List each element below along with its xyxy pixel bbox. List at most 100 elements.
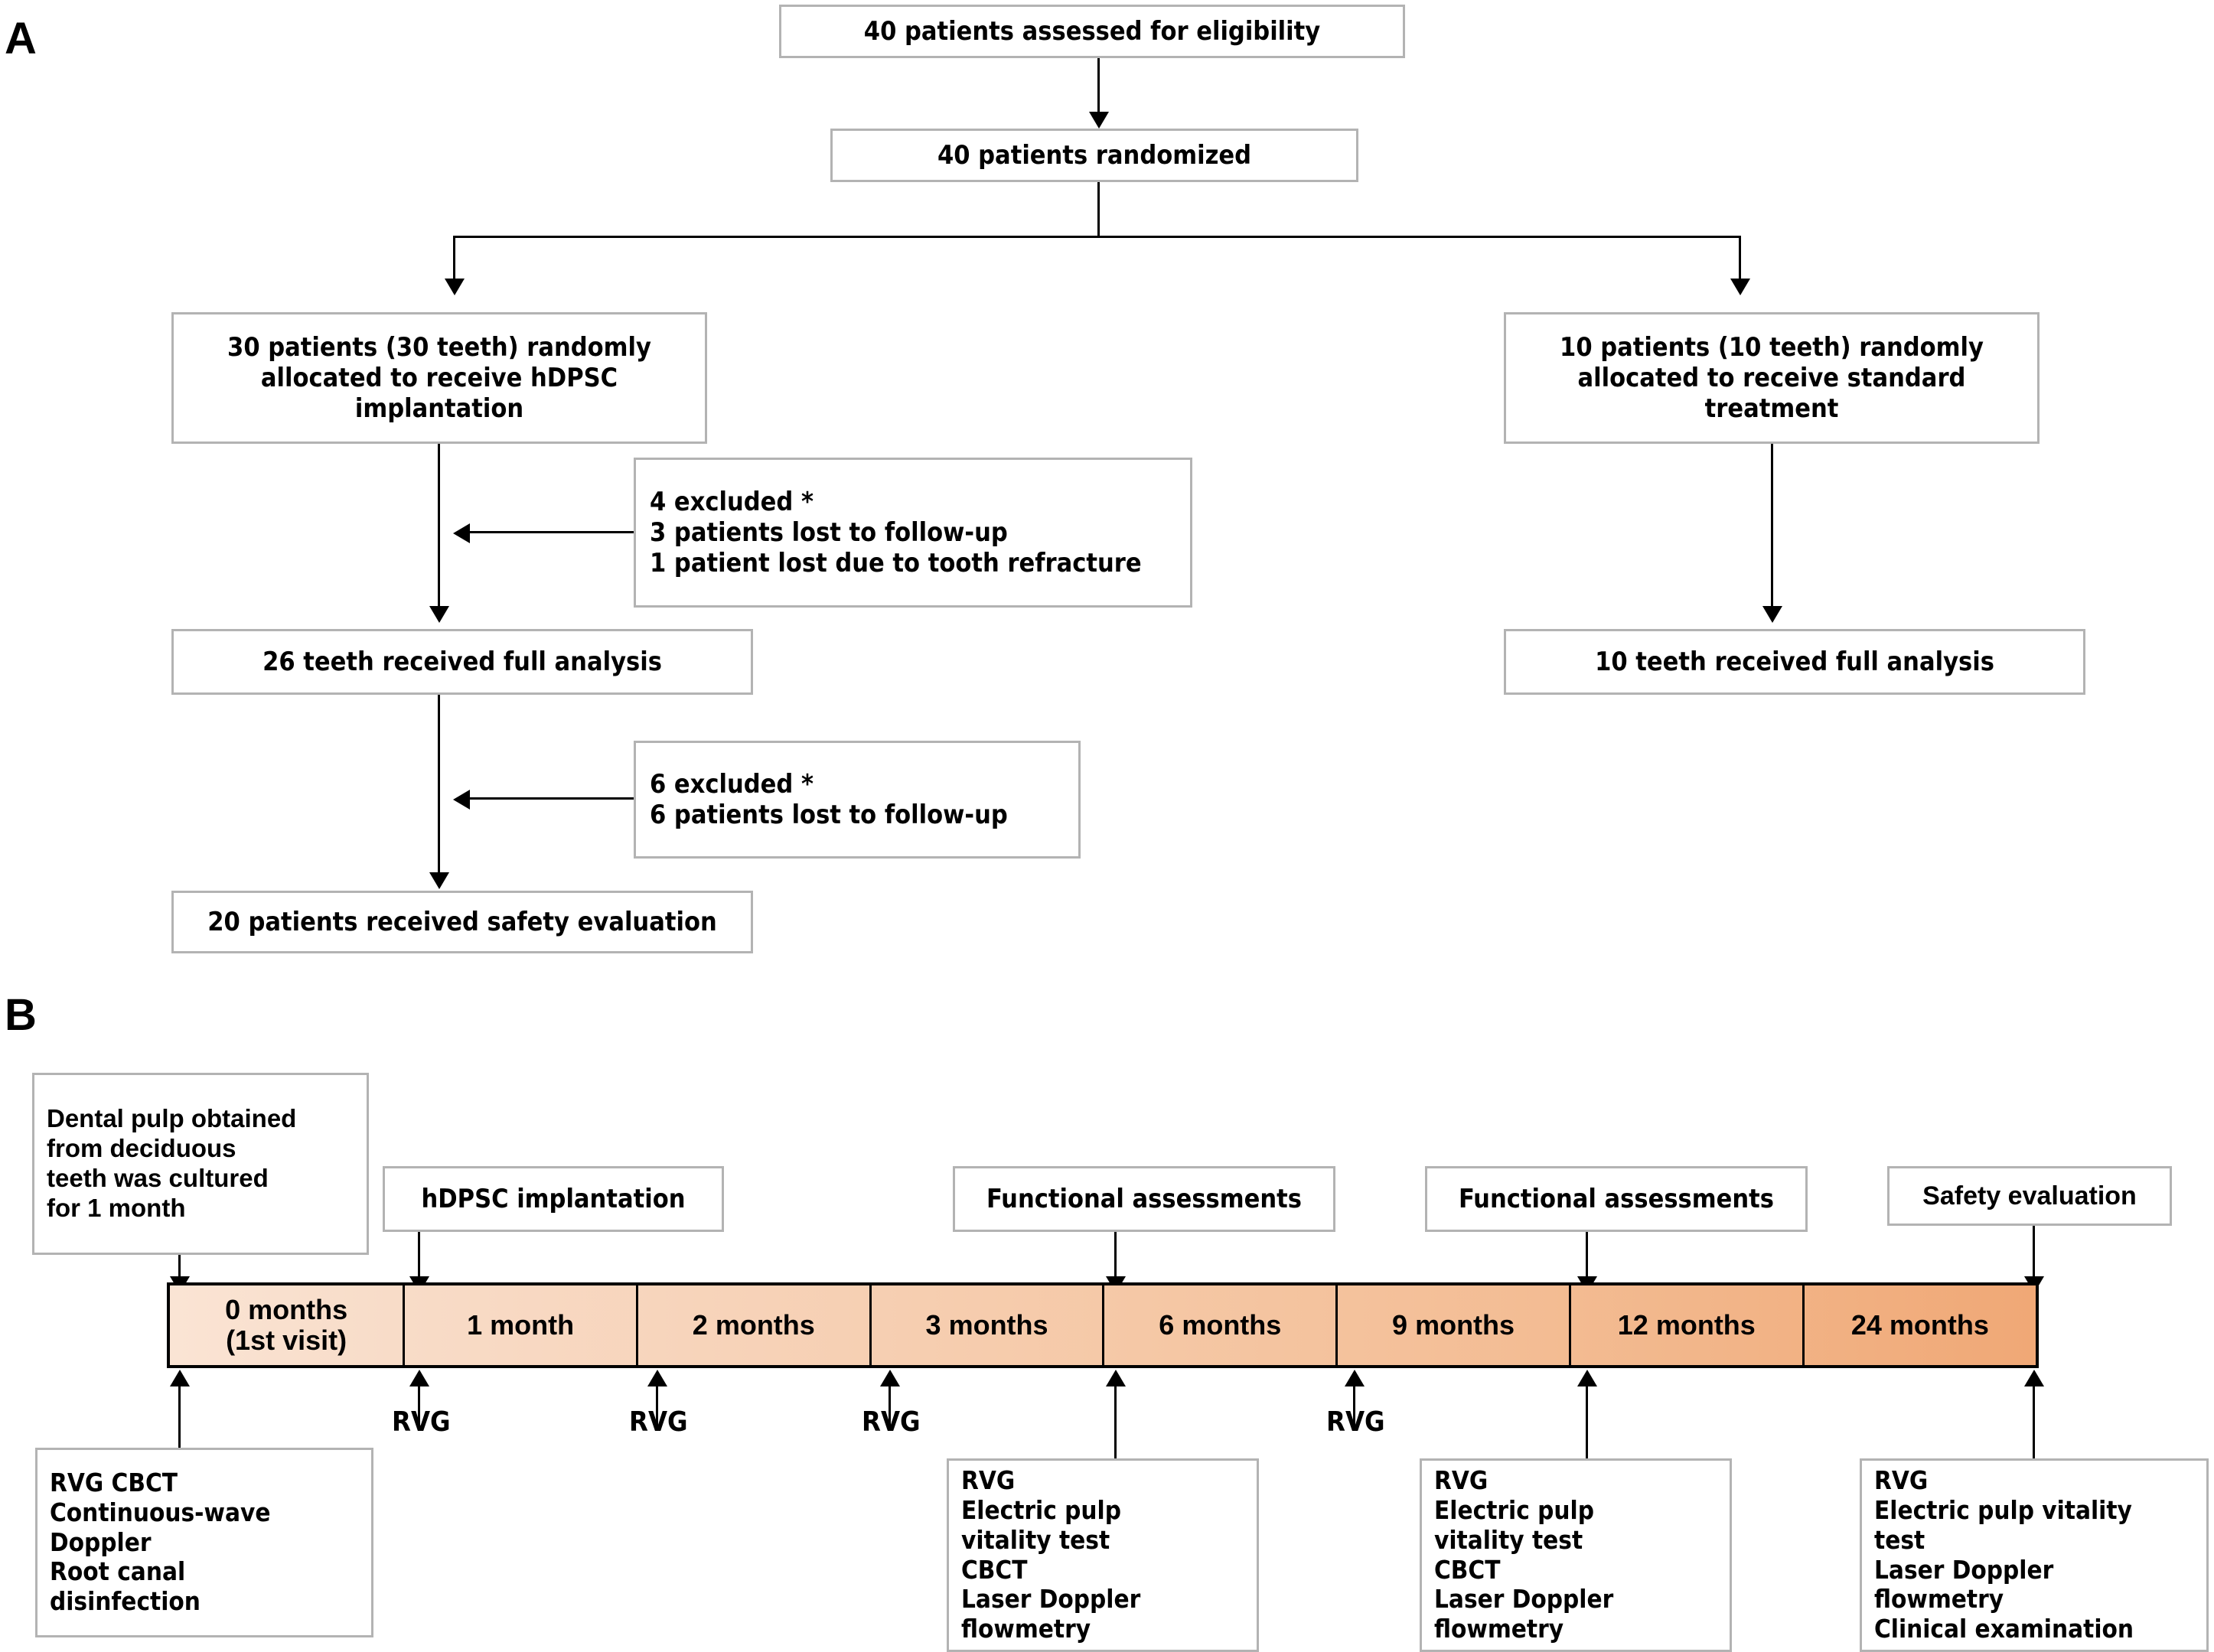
box-arm-hdpsc-text: 30 patients (30 teeth) randomly allocate…: [174, 332, 705, 424]
box-analysis-26: 26 teeth received full analysis: [171, 629, 753, 695]
bottom-box-0-line-3: Root canal: [50, 1556, 186, 1587]
bottom-box-0-line-2: Doppler: [50, 1527, 152, 1557]
connector-rvg-0: [418, 1385, 420, 1429]
bottom-box-1-line-0: RVG: [961, 1465, 1016, 1495]
bottom-box-3-line-3: Laser Doppler: [1874, 1554, 2054, 1585]
timeline-top-box-2-text: Functional assessments: [986, 1183, 1303, 1214]
timeline-top-box-1-text: hDPSC implantation: [421, 1183, 686, 1214]
box-analysis-10-text: 10 teeth received full analysis: [1595, 646, 1994, 677]
timeline-top-box-0-text: Dental pulp obtained from deciduous teet…: [34, 1104, 367, 1224]
bottom-box-1-line-3: CBCT: [961, 1554, 1028, 1585]
timeline-segment-6[interactable]: 12 months: [1571, 1285, 1805, 1365]
bottom-box-0-line-0: RVG CBCT: [50, 1467, 178, 1497]
arrow-up-icon: [170, 1370, 190, 1386]
bottom-box-3-line-5: Clinical examination: [1874, 1614, 2134, 1644]
segment-0-line-1: 0 months: [225, 1293, 348, 1325]
bottom-box-3-line-4: flowmetry: [1874, 1584, 2004, 1615]
timeline-segment-0[interactable]: 0 months (1st visit): [170, 1285, 406, 1365]
excluded-1-line-3: 1 patient lost due to tooth refracture: [650, 548, 1142, 579]
bottom-box-1-line-1: Electric pulp: [961, 1494, 1121, 1525]
connector-top-box-2: [1114, 1232, 1117, 1282]
bottom-box-3-line-0: RVG: [1874, 1465, 1929, 1495]
timeline-top-box-4-text: Safety evaluation: [1922, 1181, 2137, 1210]
arrow-down-icon: [1762, 606, 1782, 623]
arrow-up-icon: [409, 1370, 429, 1386]
excluded-2-line-2: 6 patients lost to follow-up: [650, 800, 1008, 830]
bottom-box-2-line-1: Electric pulp: [1434, 1494, 1594, 1525]
connector-top-box-0: [178, 1255, 181, 1282]
connector-hdpsc-to-analysis: [438, 444, 440, 611]
connector-rvg-2: [889, 1385, 891, 1429]
timeline-bottom-box-0-text: RVG CBCT Continuous-wave Doppler Root ca…: [37, 1468, 371, 1618]
box-randomized: 40 patients randomized: [830, 129, 1358, 182]
connector-split-left: [453, 236, 455, 283]
timeline-segment-4[interactable]: 6 months: [1104, 1285, 1339, 1365]
connector-excluded-2: [461, 797, 634, 800]
arrow-up-icon: [647, 1370, 667, 1386]
bottom-box-2-line-0: RVG: [1434, 1465, 1488, 1495]
box-excluded-2: 6 excluded * 6 patients lost to follow-u…: [634, 741, 1081, 859]
arrow-up-icon: [1577, 1370, 1597, 1386]
connector-eligibility-randomized: [1097, 58, 1100, 116]
connector-analysis-to-safety: [438, 695, 440, 877]
box-excluded-2-text: 6 excluded * 6 patients lost to follow-u…: [636, 769, 1078, 830]
excluded-1-line-1: 4 excluded *: [650, 486, 814, 517]
top-box-0-line-1: from deciduous: [47, 1134, 236, 1163]
connector-top-box-3: [1586, 1232, 1588, 1282]
timeline-bottom-box-2-text: RVG Electric pulp vitality test CBCT Las…: [1422, 1465, 1730, 1645]
arrow-down-icon: [429, 872, 449, 889]
connector-top-box-4: [2033, 1226, 2035, 1282]
rvg-label-3: RVG: [1326, 1406, 1385, 1438]
arrow-left-icon: [453, 523, 470, 543]
arrow-down-icon: [429, 606, 449, 623]
excluded-1-line-2: 3 patients lost to follow-up: [650, 516, 1008, 548]
timeline-top-box-0: Dental pulp obtained from deciduous teet…: [32, 1073, 369, 1255]
box-eligibility: 40 patients assessed for eligibility: [779, 5, 1405, 58]
connector-bottom-box-1: [1114, 1385, 1117, 1458]
arrow-up-icon: [880, 1370, 900, 1386]
rvg-label-0: RVG: [392, 1406, 451, 1438]
timeline-segment-7[interactable]: 24 months: [1805, 1285, 2036, 1365]
timeline-segment-1[interactable]: 1 month: [405, 1285, 638, 1365]
connector-split-right: [1739, 236, 1741, 283]
arrow-down-icon: [1089, 112, 1109, 129]
timeline-top-box-3-text: Functional assessments: [1458, 1183, 1775, 1214]
connector-standard-to-analysis: [1771, 444, 1773, 611]
box-safety-20: 20 patients received safety evaluation: [171, 891, 753, 953]
bottom-box-3-line-2: test: [1874, 1524, 1925, 1555]
bottom-box-2-line-2: vitality test: [1434, 1524, 1583, 1555]
arm-standard-line-2: allocated to receive standard: [1577, 362, 1966, 393]
bottom-box-2-line-4: Laser Doppler: [1434, 1584, 1614, 1615]
connector-bottom-box-3: [2033, 1385, 2035, 1458]
connector-top-box-1: [418, 1232, 420, 1282]
segment-4-label: 6 months: [1159, 1308, 1282, 1341]
top-box-0-line-0: Dental pulp obtained: [47, 1104, 297, 1133]
timeline-bottom-box-0: RVG CBCT Continuous-wave Doppler Root ca…: [35, 1448, 373, 1637]
panel-b-label: B: [5, 990, 37, 1040]
timeline-segment-3[interactable]: 3 months: [872, 1285, 1105, 1365]
timeline-segment-2[interactable]: 2 months: [638, 1285, 872, 1365]
segment-7-label: 24 months: [1850, 1308, 1989, 1341]
connector-rvg-1: [656, 1385, 658, 1429]
connector-excluded-1: [461, 531, 634, 533]
box-excluded-1-text: 4 excluded * 3 patients lost to follow-u…: [636, 487, 1190, 578]
box-randomized-text: 40 patients randomized: [937, 139, 1252, 171]
arrow-up-icon: [1345, 1370, 1365, 1386]
timeline-segment-5[interactable]: 9 months: [1338, 1285, 1571, 1365]
timeline-bottom-box-1: RVG Electric pulp vitality test CBCT Las…: [947, 1458, 1259, 1652]
timeline-bar: 0 months (1st visit) 1 month 2 months 3 …: [167, 1282, 2039, 1368]
bottom-box-1-line-2: vitality test: [961, 1524, 1110, 1555]
segment-0-line-2: (1st visit): [226, 1325, 347, 1356]
bottom-box-0-line-1: Continuous-wave: [50, 1497, 271, 1527]
segment-5-label: 9 months: [1392, 1308, 1515, 1341]
arrow-up-icon: [1106, 1370, 1126, 1386]
bottom-box-1-line-4: Laser Doppler: [961, 1584, 1141, 1615]
bottom-box-2-line-3: CBCT: [1434, 1554, 1501, 1585]
segment-6-label: 12 months: [1617, 1308, 1756, 1341]
rvg-label-1: RVG: [629, 1406, 688, 1438]
bottom-box-3-line-1: Electric pulp vitality: [1874, 1494, 2132, 1525]
arm-hdpsc-line-3: implantation: [354, 393, 524, 425]
segment-3-label: 3 months: [925, 1308, 1048, 1341]
connector-rvg-3: [1353, 1385, 1355, 1429]
connector-randomized-split: [1097, 182, 1100, 237]
